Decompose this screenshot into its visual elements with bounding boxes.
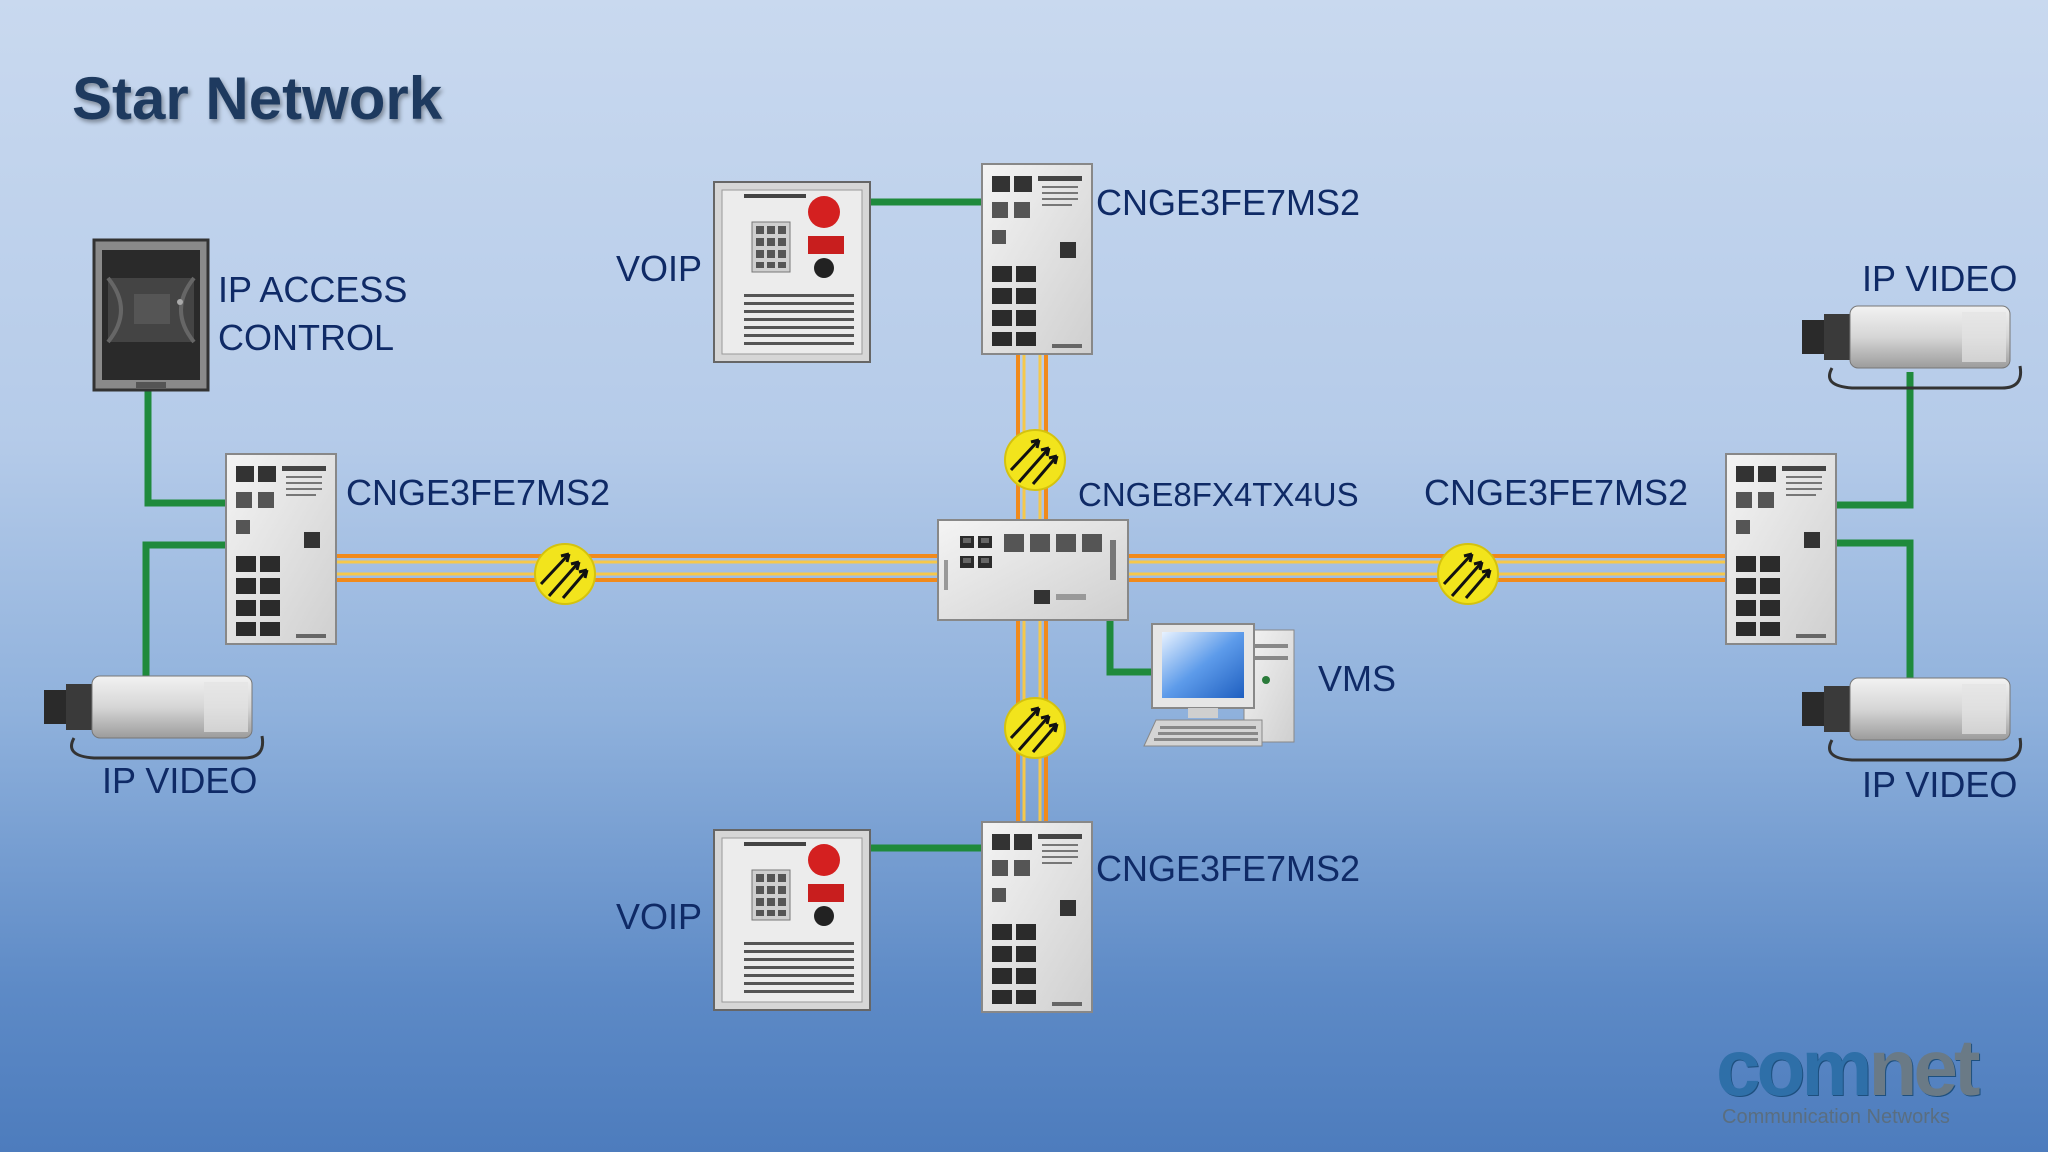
switch-left-label: CNGE3FE7MS2 [346,472,611,513]
switch-bottom-label: CNGE3FE7MS2 [1096,848,1361,889]
company-logo: comnet Communication Networks [1716,1028,2016,1129]
switch-top-icon [981,163,1093,355]
logo-tagline: Communication Networks [1722,1106,1950,1128]
fiber-coupler-icon-left [533,542,597,606]
access-control-label: IP ACCESS CONTROL [218,269,408,358]
ip-camera-icon-right-bottom [1800,676,2023,762]
fiber-coupler-icon-right [1436,542,1500,606]
video-right-top-label: IP VIDEO [1862,258,2018,299]
voip-bottom-label: VOIP [616,896,703,937]
voip-top-label: VOIP [616,248,703,289]
computer-icon [1143,623,1295,747]
switch-right-icon [1725,453,1837,645]
switch-right-label: CNGE3FE7MS2 [1424,472,1689,513]
center-switch-icon [937,519,1129,621]
page-title: Star Network [72,65,443,132]
fiber-coupler-icon-top [1003,428,1067,492]
video-right-bottom-label: IP VIDEO [1862,764,2018,805]
vms-label: VMS [1318,658,1397,699]
switch-bottom-icon [981,821,1093,1013]
video-left-label: IP VIDEO [102,760,258,801]
ip-camera-icon-left [42,674,265,760]
copper-links [142,198,1914,852]
access-control-icon [92,238,210,392]
fiber-link-left [336,554,940,582]
switch-top-label: CNGE3FE7MS2 [1096,182,1361,223]
fiber-coupler-icon-bottom [1003,696,1067,760]
center-switch-label: CNGE8FX4TX4US [1078,476,1359,513]
fiber-link-right [1128,554,1726,582]
logo-text-com: com [1716,1023,1872,1112]
switch-left-icon [225,453,337,645]
voip-intercom-icon-top [713,181,871,363]
logo-text-net: net [1868,1023,1981,1112]
voip-intercom-icon-bottom [713,829,871,1011]
